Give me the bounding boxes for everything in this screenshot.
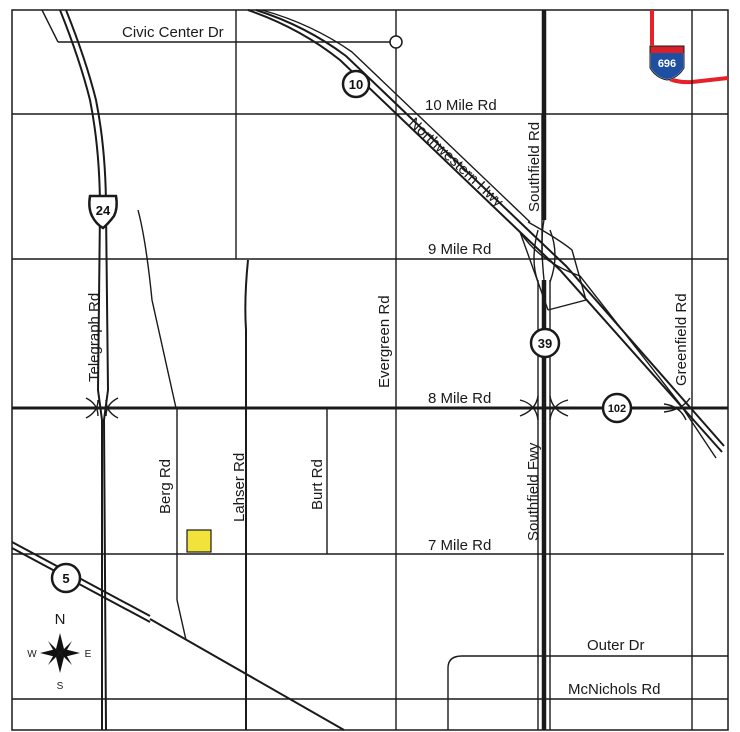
telegraph-rd-label: Telegraph Rd [86,293,103,382]
berg-road-south [176,599,187,641]
evergreen-rd-label: Evergreen Rd [376,295,393,388]
eight-mile-label: 8 Mile Rd [428,390,491,407]
us24-shield: 24 [88,194,118,230]
m10-shield-label: 10 [349,77,363,92]
i696-shield: 696 [649,45,685,81]
southfield-8mile-interchange [519,395,569,421]
lahser-road [244,259,249,730]
nine-mile-label: 9 Mile Rd [428,241,491,258]
southfield-fwy-label: Southfield Fwy [525,442,542,541]
northwest-curve-road [137,209,177,409]
m39-shield-label: 39 [538,336,552,351]
southfield-9mile-interchange [533,219,556,283]
compass-south-label: S [57,681,64,692]
telegraph-8mile-interchange [85,397,119,419]
m102-shield-label: 102 [608,403,626,415]
i696-shield-label: 696 [658,58,676,70]
us24-shield-label: 24 [96,203,111,218]
compass-north-label: N [55,611,66,628]
mcnichols-label: McNichols Rd [568,681,661,698]
civic-center-marker [389,35,403,49]
civic-center-connector [41,9,59,43]
compass-west-label: W [27,649,37,660]
m102-shield: 102 [601,392,633,424]
northwestern-hwy-b [255,9,725,447]
greenfield-rd-label: Greenfield Rd [673,293,690,386]
ten-mile-label: 10 Mile Rd [425,97,497,114]
northwestern-hwy-ramp-b [527,221,587,311]
m5-road-south [149,618,345,731]
lahser-rd-label: Lahser Rd [231,453,248,522]
burt-rd-label: Burt Rd [309,459,326,510]
m5-shield-label: 5 [62,571,69,586]
m10-shield: 10 [341,69,371,99]
southfield-rd-label: Southfield Rd [526,122,543,212]
northwestern-hwy-c [261,9,531,223]
outer-dr-road [447,655,728,730]
map-frame [11,9,729,731]
northwestern-hwy-a [247,9,723,453]
compass-rose: N S E W [27,611,91,692]
m5-road-b [11,547,151,623]
berg-rd-label: Berg Rd [157,459,174,514]
m39-shield: 39 [529,327,561,359]
highlighted-site-marker [186,529,212,553]
seven-mile-label: 7 Mile Rd [428,537,491,554]
outer-dr-label: Outer Dr [587,637,645,654]
greenfield-8mile-interchange [663,397,691,421]
compass-east-label: E [85,649,92,660]
civic-center-dr-label: Civic Center Dr [122,24,224,41]
m5-shield: 5 [50,562,82,594]
